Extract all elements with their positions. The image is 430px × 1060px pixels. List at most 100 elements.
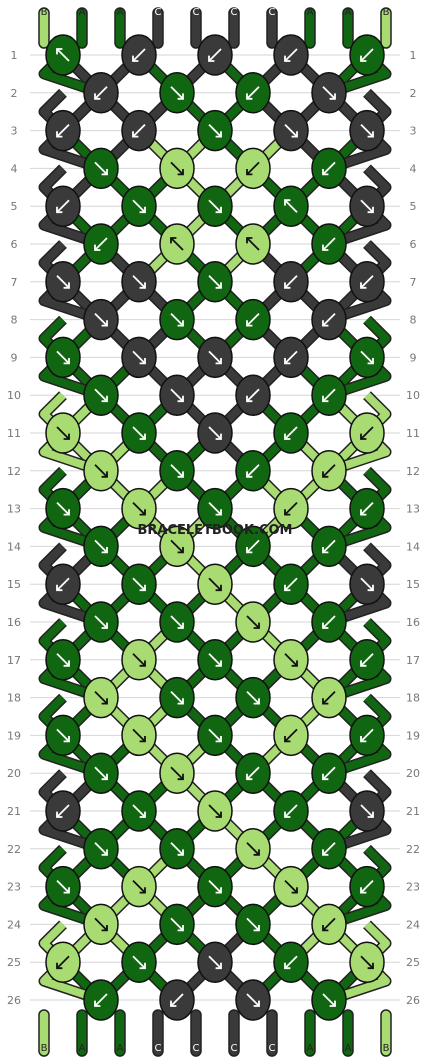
- knot-arrowhead-icon: [177, 471, 184, 478]
- knot-arrow-icon: [360, 48, 374, 62]
- row-number-left: 15: [7, 578, 21, 591]
- knot-arrow-icon: [322, 464, 336, 478]
- knot-arrow-icon: [322, 388, 336, 402]
- row-number-left: 11: [7, 427, 21, 440]
- knot-arrowhead-icon: [322, 169, 329, 176]
- knot-arrow-icon: [132, 275, 146, 289]
- knot-arrowhead-icon: [63, 433, 70, 440]
- knot-arrowhead-icon: [367, 358, 374, 365]
- knot-arrowhead-icon: [132, 55, 139, 62]
- row-number-right: 10: [406, 389, 420, 402]
- knot-arrow-icon: [208, 879, 222, 894]
- knot-arrow-icon: [284, 955, 298, 969]
- knot-arrow-icon: [56, 123, 70, 138]
- knot-arrow-icon: [170, 615, 184, 629]
- knot-arrowhead-icon: [215, 962, 222, 970]
- knot-arrowhead-icon: [139, 358, 146, 365]
- knot-arrow-icon: [56, 501, 70, 516]
- knot-arrowhead-icon: [253, 925, 260, 932]
- knot-arrow-icon: [132, 199, 146, 213]
- knot-arrowhead-icon: [101, 395, 108, 403]
- string-end-top: [228, 7, 240, 49]
- row-number-right: 23: [406, 881, 420, 894]
- knot-arrow-icon: [56, 728, 70, 743]
- knot-arrowhead-icon: [56, 584, 63, 592]
- knot-arrow-icon: [132, 48, 146, 62]
- row-number-right: 8: [410, 314, 417, 327]
- knot-arrow-icon: [360, 728, 374, 743]
- knot-arrowhead-icon: [284, 199, 291, 206]
- knot-arrowhead-icon: [177, 698, 184, 705]
- knot-arrow-icon: [360, 653, 374, 667]
- knot-arrow-icon: [170, 690, 184, 705]
- knot-arrowhead-icon: [215, 584, 222, 592]
- string-end-bottom: [76, 1009, 88, 1057]
- row-number-right: 3: [410, 125, 417, 138]
- knot-arrow-icon: [284, 350, 298, 365]
- knot-arrowhead-icon: [253, 622, 260, 629]
- knot-arrow-icon: [246, 842, 260, 856]
- knot-arrowhead-icon: [177, 925, 184, 932]
- row-number-left: 19: [7, 729, 21, 742]
- knot-arrow-icon: [208, 48, 222, 62]
- row-number-right: 5: [410, 200, 417, 213]
- string-end-top: [342, 7, 354, 49]
- knot-arrowhead-icon: [177, 320, 184, 327]
- knot-arrowhead-icon: [215, 736, 222, 743]
- knot-arrowhead-icon: [322, 244, 329, 251]
- knot-arrowhead-icon: [101, 169, 108, 176]
- knot-arrow-icon: [132, 728, 146, 743]
- knot-arrowhead-icon: [177, 622, 184, 629]
- knot-arrow-icon: [322, 615, 336, 629]
- knot-arrow-icon: [132, 426, 146, 440]
- string-label-top: B: [383, 7, 390, 18]
- knot-arrow-icon: [94, 917, 108, 932]
- string-ends: [38, 7, 392, 1057]
- knot-arrowhead-icon: [177, 93, 184, 100]
- knot-arrow-icon: [208, 804, 222, 818]
- knot-arrow-icon: [170, 464, 184, 478]
- watermark: BRACELETBOOK.COM: [138, 523, 293, 538]
- string-label-top: C: [269, 7, 276, 18]
- row-number-left: 3: [11, 125, 18, 138]
- knot-arrow-icon: [132, 879, 146, 894]
- knot-arrowhead-icon: [63, 887, 70, 894]
- knot-arrow-icon: [94, 312, 108, 327]
- knot-arrowhead-icon: [284, 433, 291, 440]
- knot-arrowhead-icon: [139, 887, 146, 894]
- row-number-right: 12: [406, 465, 420, 478]
- knot-arrow-icon: [208, 955, 222, 969]
- string-label-top: A: [79, 7, 86, 18]
- knot-arrowhead-icon: [132, 131, 139, 138]
- knot-arrowhead-icon: [139, 962, 146, 970]
- knot-arrowhead-icon: [139, 433, 146, 440]
- knot-arrowhead-icon: [215, 887, 222, 894]
- row-number-left: 14: [7, 540, 21, 553]
- knot-arrow-icon: [360, 275, 374, 289]
- row-number-left: 21: [7, 805, 21, 818]
- knot-arrow-icon: [284, 426, 298, 440]
- knot-arrow-icon: [284, 275, 298, 289]
- row-number-left: 13: [7, 503, 21, 516]
- knot-arrowhead-icon: [360, 736, 367, 743]
- knot-arrowhead-icon: [56, 962, 63, 970]
- knot-arrow-icon: [132, 501, 146, 516]
- knot-arrowhead-icon: [139, 509, 146, 516]
- knot-arrowhead-icon: [139, 206, 146, 214]
- string-label-bottom: C: [155, 1043, 162, 1054]
- knot-arrow-icon: [170, 312, 184, 327]
- knot-arrowhead-icon: [360, 433, 367, 440]
- row-number-left: 24: [7, 918, 21, 931]
- knot-arrowhead-icon: [56, 206, 63, 214]
- knot-arrow-icon: [94, 161, 108, 176]
- row-number-right: 22: [406, 843, 420, 856]
- knot-arrowhead-icon: [101, 925, 108, 932]
- knot-arrow-icon: [170, 993, 184, 1007]
- knot-arrowhead-icon: [63, 660, 70, 667]
- knot-arrowhead-icon: [253, 849, 260, 856]
- knot-arrowhead-icon: [101, 773, 108, 781]
- knot-arrow-icon: [170, 388, 184, 402]
- row-number-left: 22: [7, 843, 21, 856]
- knot-arrow-icon: [132, 350, 146, 365]
